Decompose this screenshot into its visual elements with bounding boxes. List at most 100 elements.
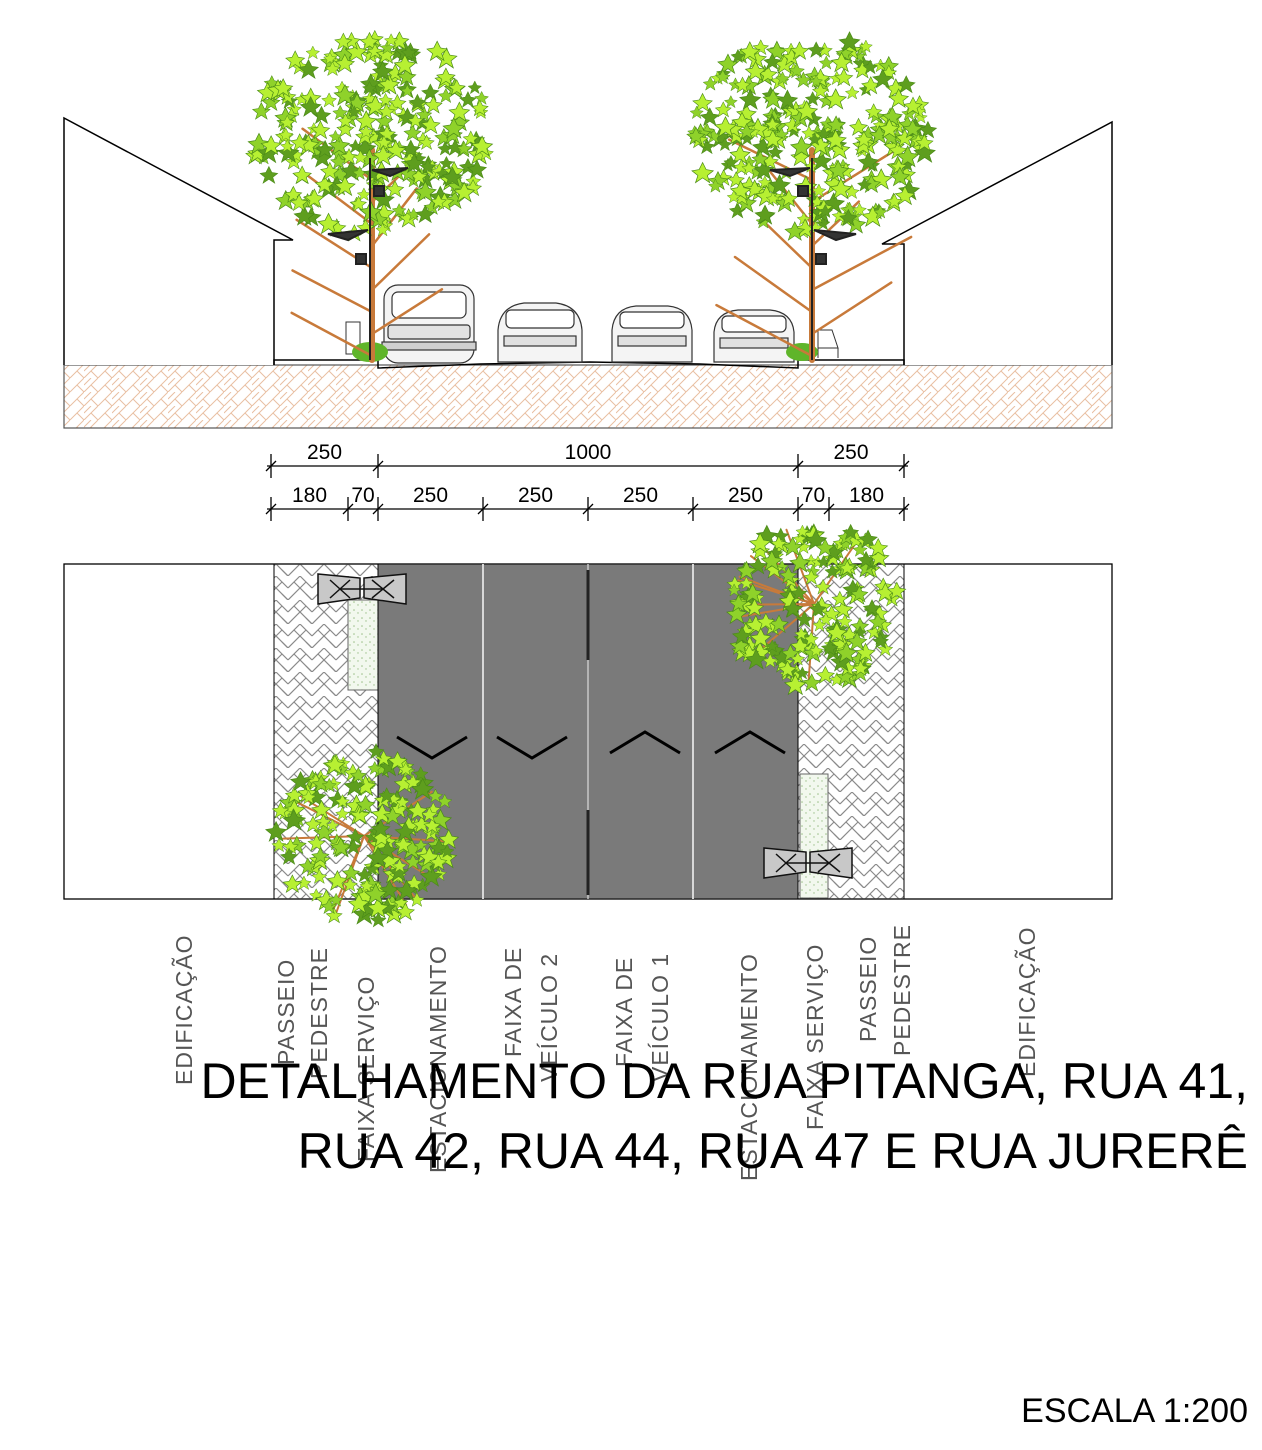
plan-view: [63, 523, 1113, 928]
dimension-line-segment: [372, 503, 384, 515]
title-line-2: RUA 42, RUA 44, RUA 47 E RUA JURERÊ: [297, 1123, 1248, 1179]
leaf-tuft: [467, 80, 482, 95]
leaf-tuft: [421, 83, 440, 101]
dimension-value: 250: [833, 441, 868, 464]
lamp-fixture-plan-left: [317, 573, 407, 605]
dimension-line-segment: [898, 503, 910, 515]
zone-labels: EDIFICAÇÃO PASSEIO PEDESTRE FAIXA SERVIÇ…: [171, 924, 1040, 1181]
dimension-line-segment: [792, 503, 804, 515]
leaf-tuft: [305, 45, 320, 60]
building-right: [881, 120, 1113, 365]
leaf-tuft: [845, 85, 860, 100]
dimension-line-segment: [342, 503, 354, 515]
label-estacionamento-right: ESTACIONAMENTO: [736, 953, 762, 1181]
leaf-tuft: [824, 88, 847, 110]
leaf-tuft: [459, 91, 477, 108]
dimension-line-segment: [372, 460, 384, 472]
dimension-value: 180: [849, 484, 884, 507]
leaf-tuft: [467, 159, 487, 179]
tree-branch: [737, 579, 815, 605]
leaf-tuft: [385, 180, 405, 198]
chevron-up-right-parking: [714, 730, 786, 755]
lamp-fixture-plan-right: [763, 847, 853, 879]
leaf-tuft: [834, 68, 854, 87]
tree-branch: [363, 835, 408, 907]
label-edificacao-right: EDIFICAÇÃO: [1014, 926, 1040, 1077]
tree-branch: [370, 288, 444, 336]
tree-branch: [715, 303, 814, 358]
label-passeio-left-1: PASSEIO: [273, 959, 299, 1065]
dimension-line-segment: [792, 460, 804, 472]
chevron-down-lane-2: [496, 735, 568, 760]
label-edificacao-left: EDIFICAÇÃO: [171, 934, 197, 1085]
leaf-tuft: [784, 221, 805, 241]
leaf-tuft: [700, 107, 720, 126]
leaf-tuft: [292, 165, 312, 184]
lamp-post-right: [769, 158, 857, 360]
street-profile: [273, 359, 905, 369]
tree-branch: [370, 233, 431, 292]
scale-label: ESCALA 1:200: [1021, 1392, 1248, 1430]
section-view: [63, 30, 1113, 429]
chevron-up-lane-1: [609, 730, 681, 755]
label-passeio-right-1: PASSEIO: [855, 936, 881, 1042]
label-estacionamento-left: ESTACIONAMENTO: [425, 945, 451, 1173]
vehicle-car-1: [497, 302, 583, 363]
dimension-line-segment: [687, 503, 699, 515]
soil-band: [63, 364, 1113, 429]
dimension-value: 1000: [565, 441, 612, 464]
service-strip-right: [799, 773, 829, 899]
vehicle-suv: [381, 284, 477, 364]
label-faixa-v1-1: FAIXA DE: [611, 957, 637, 1067]
vehicle-car-3: [713, 309, 795, 363]
tree-branch: [291, 269, 374, 314]
dimension-value: 250: [623, 484, 658, 507]
leaf-tuft: [724, 95, 738, 108]
leaf-tuft: [819, 55, 834, 70]
tree-left: [245, 30, 494, 363]
label-faixa-servico-left: FAIXA SERVIÇO: [353, 976, 379, 1162]
dimension-line-segment: [265, 460, 277, 472]
label-faixa-v1-2: VEÍCULO 1: [647, 953, 673, 1082]
label-passeio-right-2: PEDESTRE: [889, 924, 915, 1056]
leaf-tuft: [424, 96, 443, 114]
dimension-line-segment: [477, 503, 489, 515]
tree-branch: [304, 172, 374, 226]
bench-right: [817, 329, 839, 358]
dimension-value: 250: [728, 484, 763, 507]
leaf-tuft: [474, 91, 489, 105]
tree-branch: [733, 255, 814, 314]
dimension-value: 250: [307, 441, 342, 464]
dimension-line-segment: [582, 503, 594, 515]
tree-branch: [370, 187, 418, 248]
title-line-1: DETALHAMENTO DA RUA PITANGA, RUA 41,: [200, 1053, 1249, 1109]
tree-branch: [763, 221, 814, 270]
dimension-value: 70: [351, 484, 374, 507]
dimension-value: 250: [518, 484, 553, 507]
lamp-post-left: [327, 158, 409, 360]
dimension-lines: [265, 454, 910, 521]
dimension-value: 70: [802, 484, 825, 507]
dimension-line-segment: [823, 503, 835, 515]
dimension-line-segment: [898, 460, 910, 472]
label-faixa-v2-2: VEÍCULO 2: [536, 953, 562, 1082]
service-strip-left: [347, 599, 379, 691]
plan-tree-top-right: [726, 523, 907, 695]
label-faixa-servico-right: FAIXA SERVIÇO: [802, 944, 828, 1130]
vehicle-car-2: [611, 305, 693, 363]
dimension-value: 180: [292, 484, 327, 507]
dimension-line-segment: [265, 503, 277, 515]
tree-branch: [810, 146, 902, 204]
leaf-tuft: [321, 92, 337, 108]
leaf-tuft: [259, 166, 279, 184]
dimension-value: 250: [413, 484, 448, 507]
building-left: [63, 116, 294, 365]
plan-tree-bottom-left: [265, 743, 459, 928]
tree-branch: [810, 281, 893, 336]
tree-branch: [810, 235, 913, 292]
tree-branch: [290, 311, 374, 358]
label-faixa-v2-1: FAIXA DE: [500, 947, 526, 1057]
dimension-texts: 250 1000 250 180 70 250 250 250 250 70 180: [292, 441, 884, 507]
chevron-down-left-parking: [396, 735, 468, 760]
